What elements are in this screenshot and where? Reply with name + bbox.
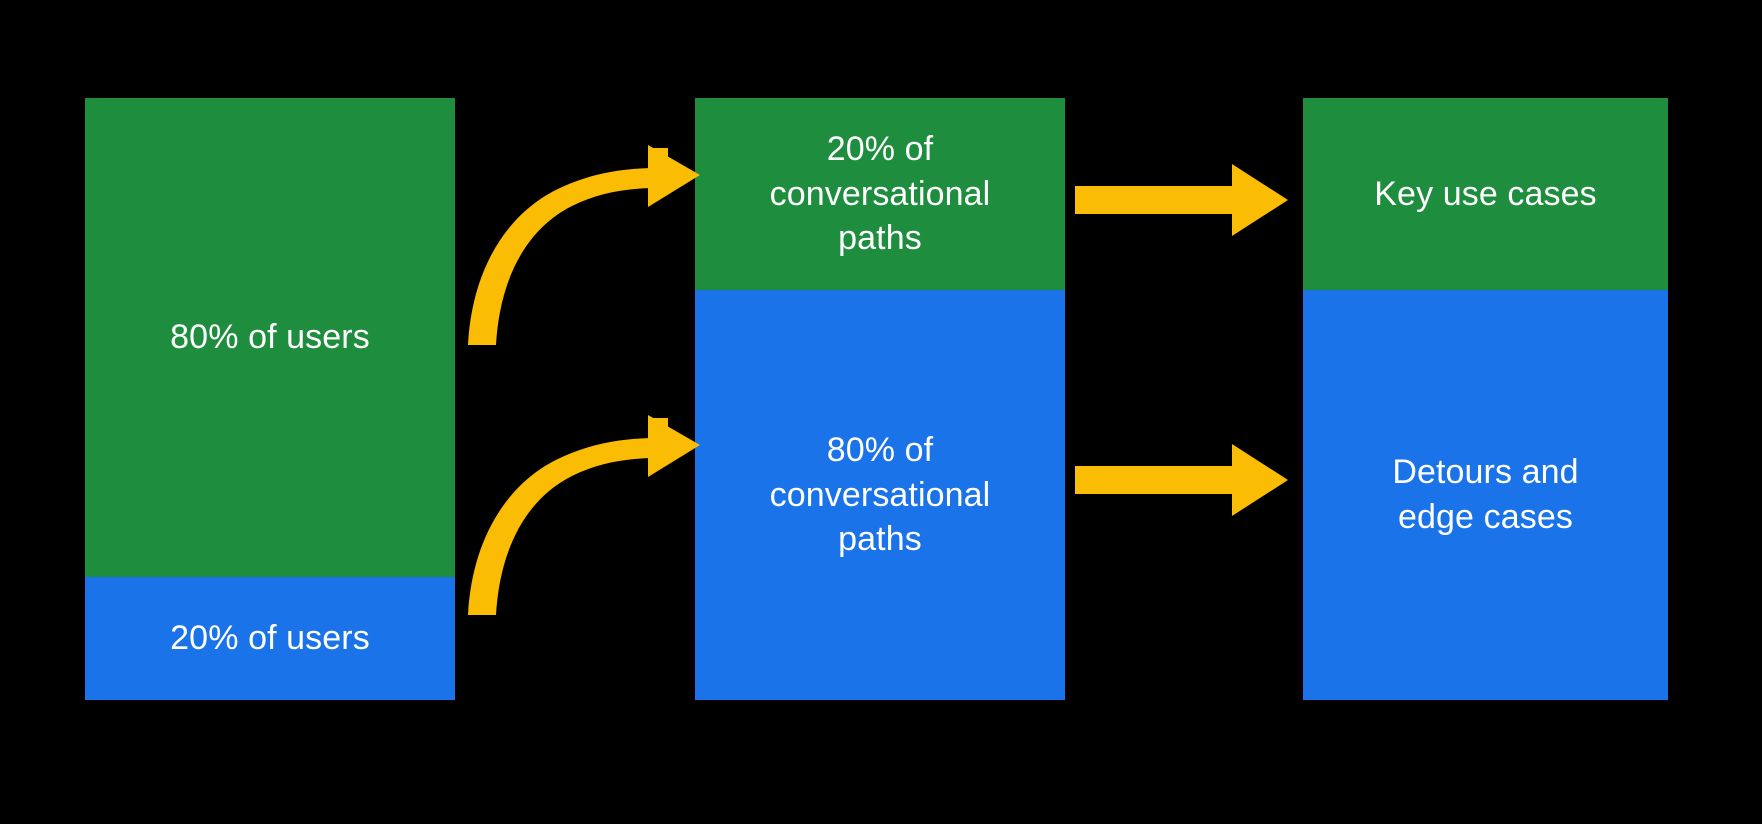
segment-outcomes-blue: Detours and edge cases — [1303, 290, 1668, 700]
column-outcomes: Key use cases Detours and edge cases — [1303, 98, 1668, 700]
segment-label: Detours and edge cases — [1392, 453, 1579, 536]
arrow-right-icon — [1075, 444, 1288, 516]
segment-label: 80% of users — [170, 318, 370, 357]
segment-users-green: 80% of users — [85, 98, 455, 577]
segment-label: 20% of conversational paths — [769, 130, 991, 258]
segment-outcomes-green: Key use cases — [1303, 98, 1668, 290]
segment-label: 80% of conversational paths — [769, 431, 991, 559]
column-conversational-paths: 20% of conversational paths 80% of conve… — [695, 98, 1065, 700]
curved-arrow-up-right-icon — [468, 415, 700, 615]
segment-paths-green: 20% of conversational paths — [695, 98, 1065, 290]
segment-users-blue: 20% of users — [85, 577, 455, 700]
segment-label: Key use cases — [1374, 174, 1597, 213]
curved-arrow-up-right-icon — [468, 145, 700, 345]
arrow-right-icon — [1075, 164, 1288, 236]
column-users: 80% of users 20% of users — [85, 98, 455, 700]
segment-label: 20% of users — [170, 619, 370, 658]
segment-paths-blue: 80% of conversational paths — [695, 290, 1065, 700]
